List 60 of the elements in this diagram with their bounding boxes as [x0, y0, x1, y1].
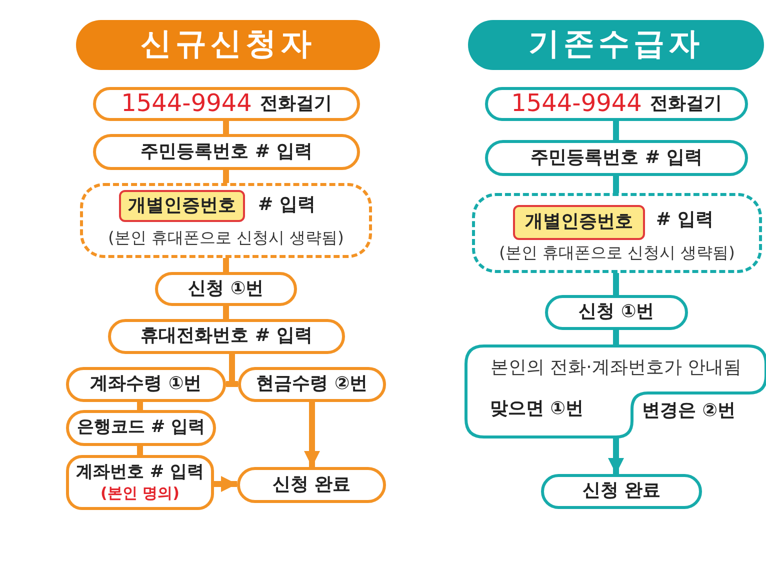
- step-text: 전화걸기: [260, 94, 332, 114]
- step-box: [237, 467, 386, 503]
- header-banner: [468, 20, 764, 70]
- step-text: 신청 완료: [272, 474, 351, 496]
- step-box: [155, 272, 297, 306]
- connector-line: [613, 121, 619, 140]
- step-text: 현금수령 ②번: [256, 374, 368, 395]
- header-banner: [76, 20, 380, 70]
- connector-line: [137, 402, 143, 410]
- step-text: 휴대전화번호 # 입력: [140, 326, 312, 347]
- step-box: [108, 319, 345, 354]
- note-text: (본인 명의): [100, 484, 180, 502]
- title-text: 신규신청자: [140, 27, 316, 63]
- arrow: [304, 402, 320, 467]
- phone-number: 1544-9944: [121, 90, 252, 118]
- side-text: 변경은 ②번: [642, 401, 736, 422]
- step-text: # 입력: [258, 195, 316, 216]
- note-text: (본인 휴대폰으로 신청시 생략됨): [498, 244, 736, 262]
- step-text: 주민등록번호 # 입력: [530, 148, 702, 168]
- step-text: 은행코드 # 입력: [76, 418, 206, 438]
- step-text: 본인의 전화·계좌번호가 안내됨: [489, 358, 743, 379]
- step-box: [93, 87, 360, 121]
- connector-line: [223, 258, 229, 272]
- highlight-tag: [513, 205, 645, 240]
- note-text: (본인 휴대폰으로 신청시 생략됨): [107, 229, 345, 248]
- step-text: 신청 ①번: [578, 302, 654, 323]
- step-box: [541, 474, 702, 509]
- title-text: 기존수급자: [528, 27, 704, 63]
- phone-number: 1544-9944: [511, 90, 642, 118]
- step-box: [66, 367, 226, 402]
- highlight-tag: [119, 190, 245, 222]
- step-text: 주민등록번호 # 입력: [140, 142, 312, 162]
- connector-line: [223, 306, 229, 319]
- step-box: [545, 295, 688, 330]
- arrow: [214, 476, 237, 492]
- step-text: 맞으면 ①번: [490, 399, 584, 420]
- step-text: # 입력: [656, 210, 714, 231]
- step-box: [485, 87, 748, 121]
- connector-line: [137, 446, 143, 455]
- step-text: 신청 ①번: [188, 278, 264, 300]
- step-text: 신청 완료: [582, 481, 661, 502]
- connector-line: [223, 170, 229, 183]
- step-text: 전화걸기: [650, 94, 722, 114]
- step-box: [66, 410, 216, 446]
- connector-line: [613, 330, 619, 346]
- step-text: 계좌수령 ①번: [90, 374, 202, 395]
- step-text: 계좌번호 # 입력: [76, 463, 204, 483]
- dashed-step-box: [472, 193, 762, 273]
- highlight-text: 개별인증번호: [128, 196, 236, 216]
- step-box: [485, 140, 748, 176]
- connector-line: [613, 176, 619, 193]
- connector-line: [223, 121, 229, 134]
- arrow: [608, 437, 624, 474]
- step-box: [238, 367, 386, 402]
- notched-step-box: [466, 346, 766, 437]
- step-box: [93, 134, 360, 170]
- highlight-text: 개별인증번호: [525, 212, 633, 233]
- dashed-step-box: [80, 183, 372, 258]
- connector-line: [613, 273, 619, 295]
- step-box: [66, 455, 214, 510]
